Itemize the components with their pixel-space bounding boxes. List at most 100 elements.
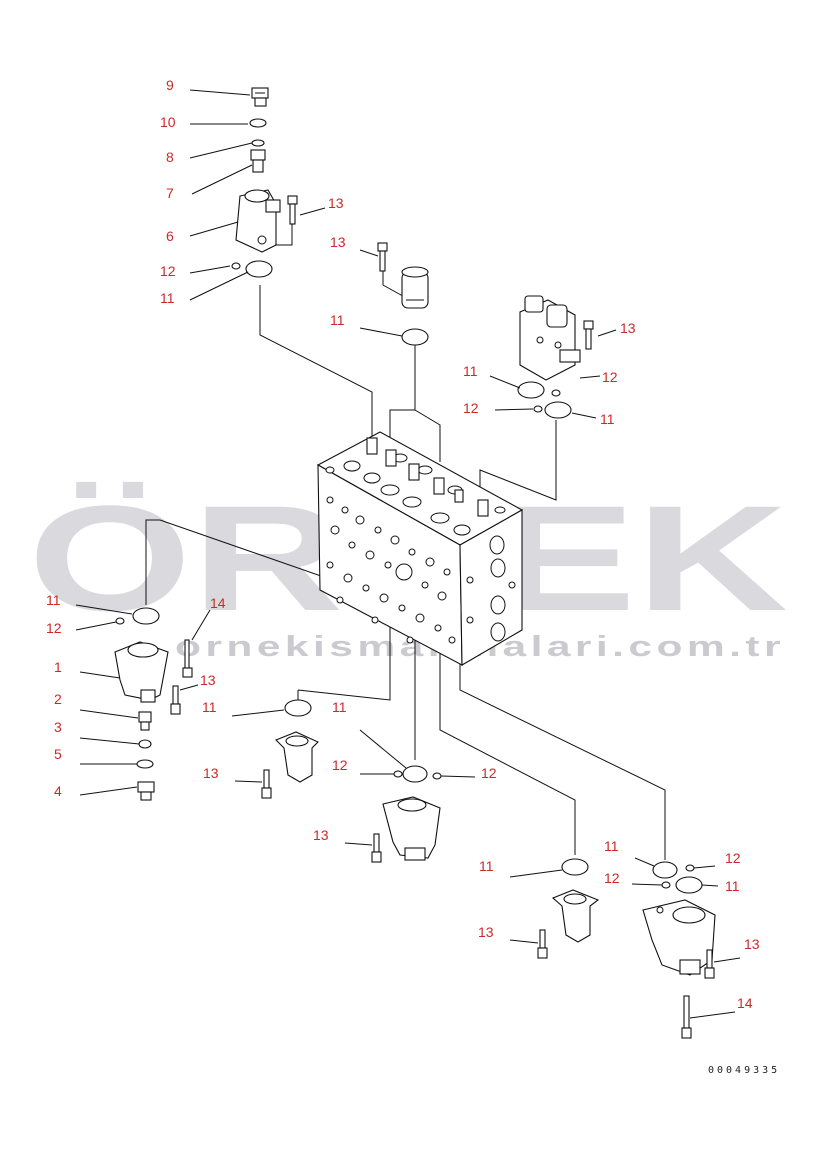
callout-leaders (75, 89, 741, 1019)
bolt-part-13-lower-right (704, 949, 715, 979)
middle-left-cap (261, 699, 319, 799)
bolt-part-13-upper-right (583, 320, 594, 350)
callout-12: 12 (604, 870, 620, 886)
solenoid-valve-upper-right (519, 295, 581, 381)
callout-13: 13 (478, 924, 494, 940)
callout-14: 14 (737, 995, 753, 1011)
o-ring-part-11-center-bottom (402, 765, 428, 783)
o-ring-part-10 (249, 118, 267, 128)
callout-12: 12 (481, 765, 497, 781)
valve-block-top-fittings (366, 437, 489, 517)
bolt-part-13-center-top (377, 242, 411, 301)
callout-13: 13 (200, 672, 216, 688)
callout-5: 5 (54, 746, 62, 762)
callout-11: 11 (332, 699, 347, 715)
callout-14: 14 (210, 595, 226, 611)
callout-4: 4 (54, 783, 62, 799)
o-ring-part-11-lower-right-a (652, 861, 678, 879)
callout-12: 12 (160, 263, 176, 279)
callout-13: 13 (313, 827, 329, 843)
bolt-part-13-lower-middle (537, 929, 548, 959)
fitting-part-2 (138, 711, 152, 731)
ring-part-12-center-right (432, 772, 442, 780)
lower-middle-cap (537, 858, 600, 959)
plug-part-4 (137, 781, 155, 801)
ring-part-12-upper-right-a (551, 389, 561, 397)
valve-body-lower-right (642, 899, 716, 976)
callout-13: 13 (330, 234, 346, 250)
upper-right-valve (517, 295, 594, 419)
callout-12: 12 (332, 757, 348, 773)
cap-body-middle-left (275, 731, 319, 783)
callout-6: 6 (166, 228, 174, 244)
relief-valve-stack (231, 87, 298, 278)
callout-11: 11 (479, 858, 494, 874)
lower-left-stack (114, 607, 193, 801)
callout-12: 12 (602, 369, 618, 385)
callout-7: 7 (166, 185, 174, 201)
ring-part-12-upper-right-b (533, 405, 543, 413)
callout-11: 11 (600, 411, 615, 427)
bolt-part-13-lower-left (170, 685, 181, 715)
callout-11: 11 (604, 838, 619, 854)
callout-8: 8 (166, 149, 174, 165)
valve-block-right-ports (466, 535, 516, 642)
callout-13: 13 (620, 320, 636, 336)
callout-11: 11 (160, 290, 175, 306)
ring-part-12-top-left (231, 262, 241, 270)
o-ring-part-11-upper-right-a (517, 381, 545, 399)
callout-13: 13 (744, 936, 760, 952)
bolt-part-14-lower-left (182, 639, 193, 678)
callout-12: 12 (725, 850, 741, 866)
callout-12: 12 (463, 400, 479, 416)
callout-3: 3 (54, 719, 62, 735)
assembly-lines (145, 285, 666, 860)
callout-11: 11 (463, 363, 478, 379)
cap-body-center (401, 266, 429, 309)
bolt-part-14-lower-right (681, 995, 692, 1039)
callout-13: 13 (328, 195, 344, 211)
cover-part-1 (114, 641, 169, 703)
o-ring-part-11-upper-right-b (544, 401, 572, 419)
callout-10: 10 (160, 114, 176, 130)
fitting-part-7 (250, 149, 266, 173)
ring-part-12-lower-right-a (685, 864, 695, 872)
valve-body-center-bottom (382, 796, 441, 861)
callout-13: 13 (203, 765, 219, 781)
o-ring-part-11-lower-middle (561, 858, 589, 876)
ring-part-12-center-left (393, 770, 403, 778)
o-ring-part-11-lower-right-b (675, 876, 703, 894)
callout-12: 12 (46, 620, 62, 636)
callout-9: 9 (166, 77, 174, 93)
bolt-part-13-middle-left (261, 769, 272, 799)
ring-part-3 (138, 739, 152, 749)
ring-part-12-lower-right-b (661, 881, 671, 889)
callout-11: 11 (202, 699, 217, 715)
o-ring-part-11-top-left (245, 260, 273, 278)
o-ring-part-11-lower-left (132, 607, 160, 625)
main-valve-block (316, 431, 524, 666)
ring-part-8 (251, 139, 265, 147)
callout-11: 11 (725, 878, 740, 894)
lower-right-valve (642, 861, 716, 1039)
bolt-part-13-top-left (275, 195, 298, 246)
callout-2: 2 (54, 691, 62, 707)
cap-body-lower-middle (551, 889, 600, 943)
o-ring-part-11-center (401, 328, 429, 346)
callout-11: 11 (330, 312, 345, 328)
callout-1: 1 (54, 659, 62, 675)
center-bottom-valve (371, 765, 442, 863)
callout-11: 11 (46, 592, 61, 608)
valve-block-front-holes (326, 496, 456, 644)
bolt-part-13-center-bottom (371, 833, 382, 863)
plug-part-9 (251, 87, 269, 107)
drawing-number: 00049335 (708, 1065, 780, 1076)
valve-block-right-face (459, 509, 523, 666)
center-cap (377, 242, 429, 346)
o-ring-part-5 (136, 759, 154, 769)
cover-part-6 (235, 189, 281, 253)
ring-part-12-lower-left (115, 617, 125, 625)
callout-labels: 9 10 8 7 6 13 12 11 13 11 13 11 12 12 11… (46, 77, 760, 1011)
